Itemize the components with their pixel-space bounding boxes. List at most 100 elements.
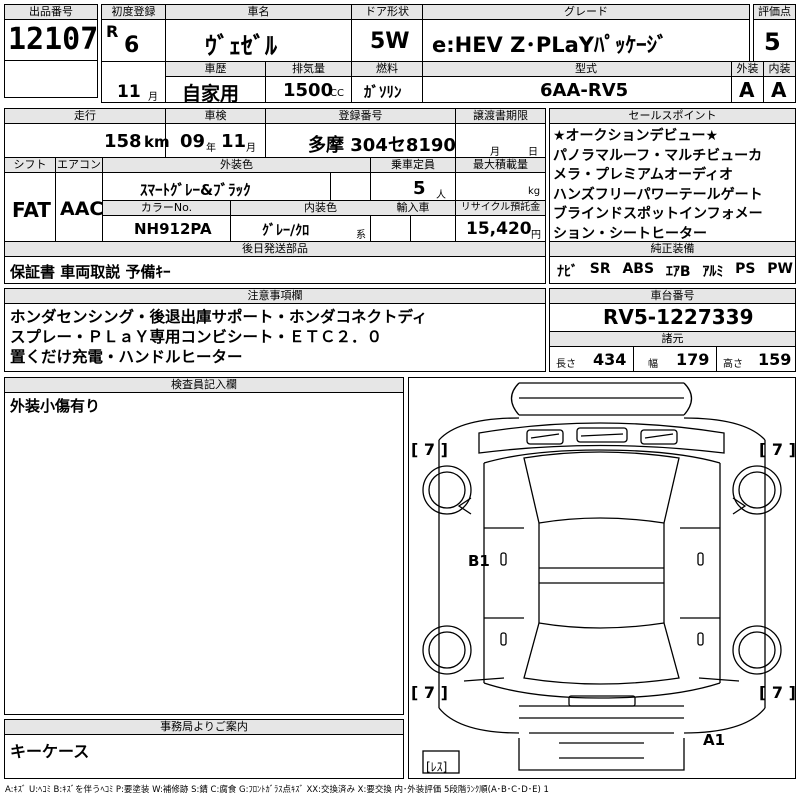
equipment-item: ｱﾙﾐ: [702, 264, 724, 280]
displacement-label: 排気量: [266, 62, 351, 76]
interior-label: 内装: [764, 62, 795, 76]
tire-front-right: [ 7 ]: [759, 440, 796, 459]
sales-point-line: ション・シートヒーター: [553, 225, 707, 242]
sales-point-line: ハンズフリーパワーテールゲート: [553, 186, 763, 203]
displacement-value: 1500: [283, 80, 334, 101]
exterior-score: A: [739, 78, 755, 102]
model-value: 6AA-RV5: [540, 80, 629, 101]
notes-line: ホンダセンシング・後退出庫サポート・ホンダコネクトディ: [10, 308, 428, 326]
color-no-label: カラーNo.: [103, 201, 230, 215]
inspection-month: 11: [221, 131, 247, 152]
inspection-year: 09: [180, 131, 206, 152]
equipment-label: 純正装備: [550, 242, 795, 256]
exterior-label: 外装: [732, 62, 763, 76]
aircon-label: エアコン: [56, 158, 102, 172]
inspection-month-unit: 月: [246, 143, 256, 154]
tire-rear-left: [ 7 ]: [411, 683, 448, 702]
int-color-label: 内装色: [231, 201, 410, 215]
chassis-label: 車台番号: [550, 289, 795, 303]
notes-lines: ホンダセンシング・後退出庫サポート・ホンダコネクトディ スプレー・ＰＬａＹ専用コ…: [10, 307, 427, 367]
equipment-item: PW: [767, 261, 793, 277]
int-color-value: ｸﾞﾚｰ/ｸﾛ: [262, 223, 310, 239]
equipment-item: ｴｱB: [665, 264, 691, 280]
delivery-label: 譲渡書期限: [456, 109, 545, 123]
tire-front-left: [ 7 ]: [411, 440, 448, 459]
equipment-item: ABS: [622, 261, 655, 277]
door-type: 5W: [370, 29, 410, 54]
max-load-unit: kg: [528, 186, 541, 197]
inspection-label: 車検: [166, 109, 265, 123]
max-load-label: 最大積載量: [456, 158, 545, 172]
plate-value: 多摩 304セ8190: [308, 135, 456, 156]
fuel-value: ｶﾞｿﾘﾝ: [364, 83, 402, 101]
inspector-note: 外装小傷有り: [10, 397, 101, 415]
inspector-box: [4, 377, 404, 715]
interior-score: A: [771, 78, 787, 102]
mileage-label: 走行: [5, 109, 165, 123]
aircon-value: AAC: [60, 198, 104, 220]
tire-rear-right: [ 7 ]: [759, 683, 796, 702]
after-parts-label: 後日発送部品: [5, 242, 545, 256]
capacity-unit: 人: [436, 190, 446, 201]
mileage-unit: km: [144, 133, 170, 151]
mileage-value: 158: [104, 131, 142, 152]
capacity-value: 5: [413, 178, 426, 199]
sales-point-line: メラ・プレミアムオーディオ: [553, 167, 734, 183]
import-label: 輸入車: [371, 201, 455, 215]
equipment-list: ﾅﾋﾞ SR ABS ｴｱB ｱﾙﾐ PS PW: [557, 261, 793, 281]
shift-label: シフト: [5, 158, 55, 172]
ext-color-value: ｽﾏｰﾄｸﾞﾚｰ&ﾌﾞﾗｯｸ: [140, 181, 251, 199]
width-value: 179: [676, 350, 710, 369]
spare-tire-note: [ﾚｽ]: [426, 760, 448, 774]
height-label: 高さ: [723, 359, 743, 370]
grade-label: グレード: [423, 5, 749, 19]
inspection-year-unit: 年: [206, 143, 216, 154]
capacity-label: 乗車定員: [371, 158, 455, 172]
equipment-item: SR: [589, 261, 611, 277]
notes-label: 注意事項欄: [5, 289, 545, 303]
width-label: 幅: [648, 359, 658, 370]
length-value: 434: [593, 350, 627, 369]
equipment-item: PS: [735, 261, 756, 277]
first-reg-month: 11: [117, 82, 141, 102]
shift-value: FAT: [12, 198, 51, 222]
recycle-label: リサイクル預託金: [456, 201, 545, 215]
after-parts-value: 保証書 車両取説 予備ｷｰ: [10, 263, 171, 281]
month-unit: 月: [148, 92, 158, 103]
delivery-month-unit: 月: [490, 147, 500, 158]
recycle-value: 15,420: [466, 219, 532, 239]
dims-label: 諸元: [550, 332, 795, 346]
equipment-item: ﾅﾋﾞ: [557, 264, 578, 280]
grade: e:HEV Z･PLaYﾊﾟｯｹｰｼﾞ: [432, 33, 668, 57]
color-no-value: NH912PA: [134, 220, 212, 238]
legend: A:ｷｽﾞ U:ﾍｺﾐ B:ｷｽﾞを伴うﾍｺﾐ P:要塗装 W:補修跡 S:錆 …: [5, 785, 549, 795]
delivery-day-unit: 日: [528, 147, 538, 158]
chassis-number: RV5-1227339: [603, 305, 754, 329]
sales-point-line: パノラマルーフ・マルチビューカ: [553, 147, 763, 164]
int-color-suffix: 系: [356, 230, 366, 241]
score-value: 5: [764, 28, 781, 56]
car-name: ｳﾞｪｾﾞﾙ: [205, 32, 277, 60]
first-reg-year: 6: [124, 33, 140, 58]
score-label: 評価点: [754, 5, 795, 19]
inspector-label: 検査員記入欄: [5, 378, 403, 392]
height-value: 159: [758, 350, 792, 369]
notes-line: 置くだけ充電・ハンドルヒーター: [10, 348, 243, 366]
office-note: キーケース: [10, 742, 90, 761]
lot-number: 12107: [8, 22, 99, 57]
sales-point-line: ★オークションデビュー★: [553, 128, 719, 144]
lot-label: 出品番号: [5, 5, 97, 19]
plate-label: 登録番号: [266, 109, 455, 123]
notes-line: スプレー・ＰＬａＹ専用コンビシート・ＥＴＣ２．０: [10, 328, 383, 346]
fuel-label: 燃料: [352, 62, 422, 76]
sales-point-label: セールスポイント: [550, 109, 795, 123]
length-label: 長さ: [556, 359, 576, 370]
sales-point-lines: ★オークションデビュー★ パノラマルーフ・マルチビューカ メラ・プレミアムオーデ…: [553, 127, 763, 244]
car-diagram: [422, 382, 782, 774]
office-label: 事務局よりご案内: [5, 720, 403, 734]
door-label: ドア形状: [352, 5, 422, 19]
first-reg-label: 初度登録: [102, 5, 165, 19]
ext-color-label: 外装色: [103, 158, 370, 172]
sales-point-line: ブラインドスポットインフォメー: [553, 206, 763, 222]
history-value: 自家用: [182, 83, 240, 105]
